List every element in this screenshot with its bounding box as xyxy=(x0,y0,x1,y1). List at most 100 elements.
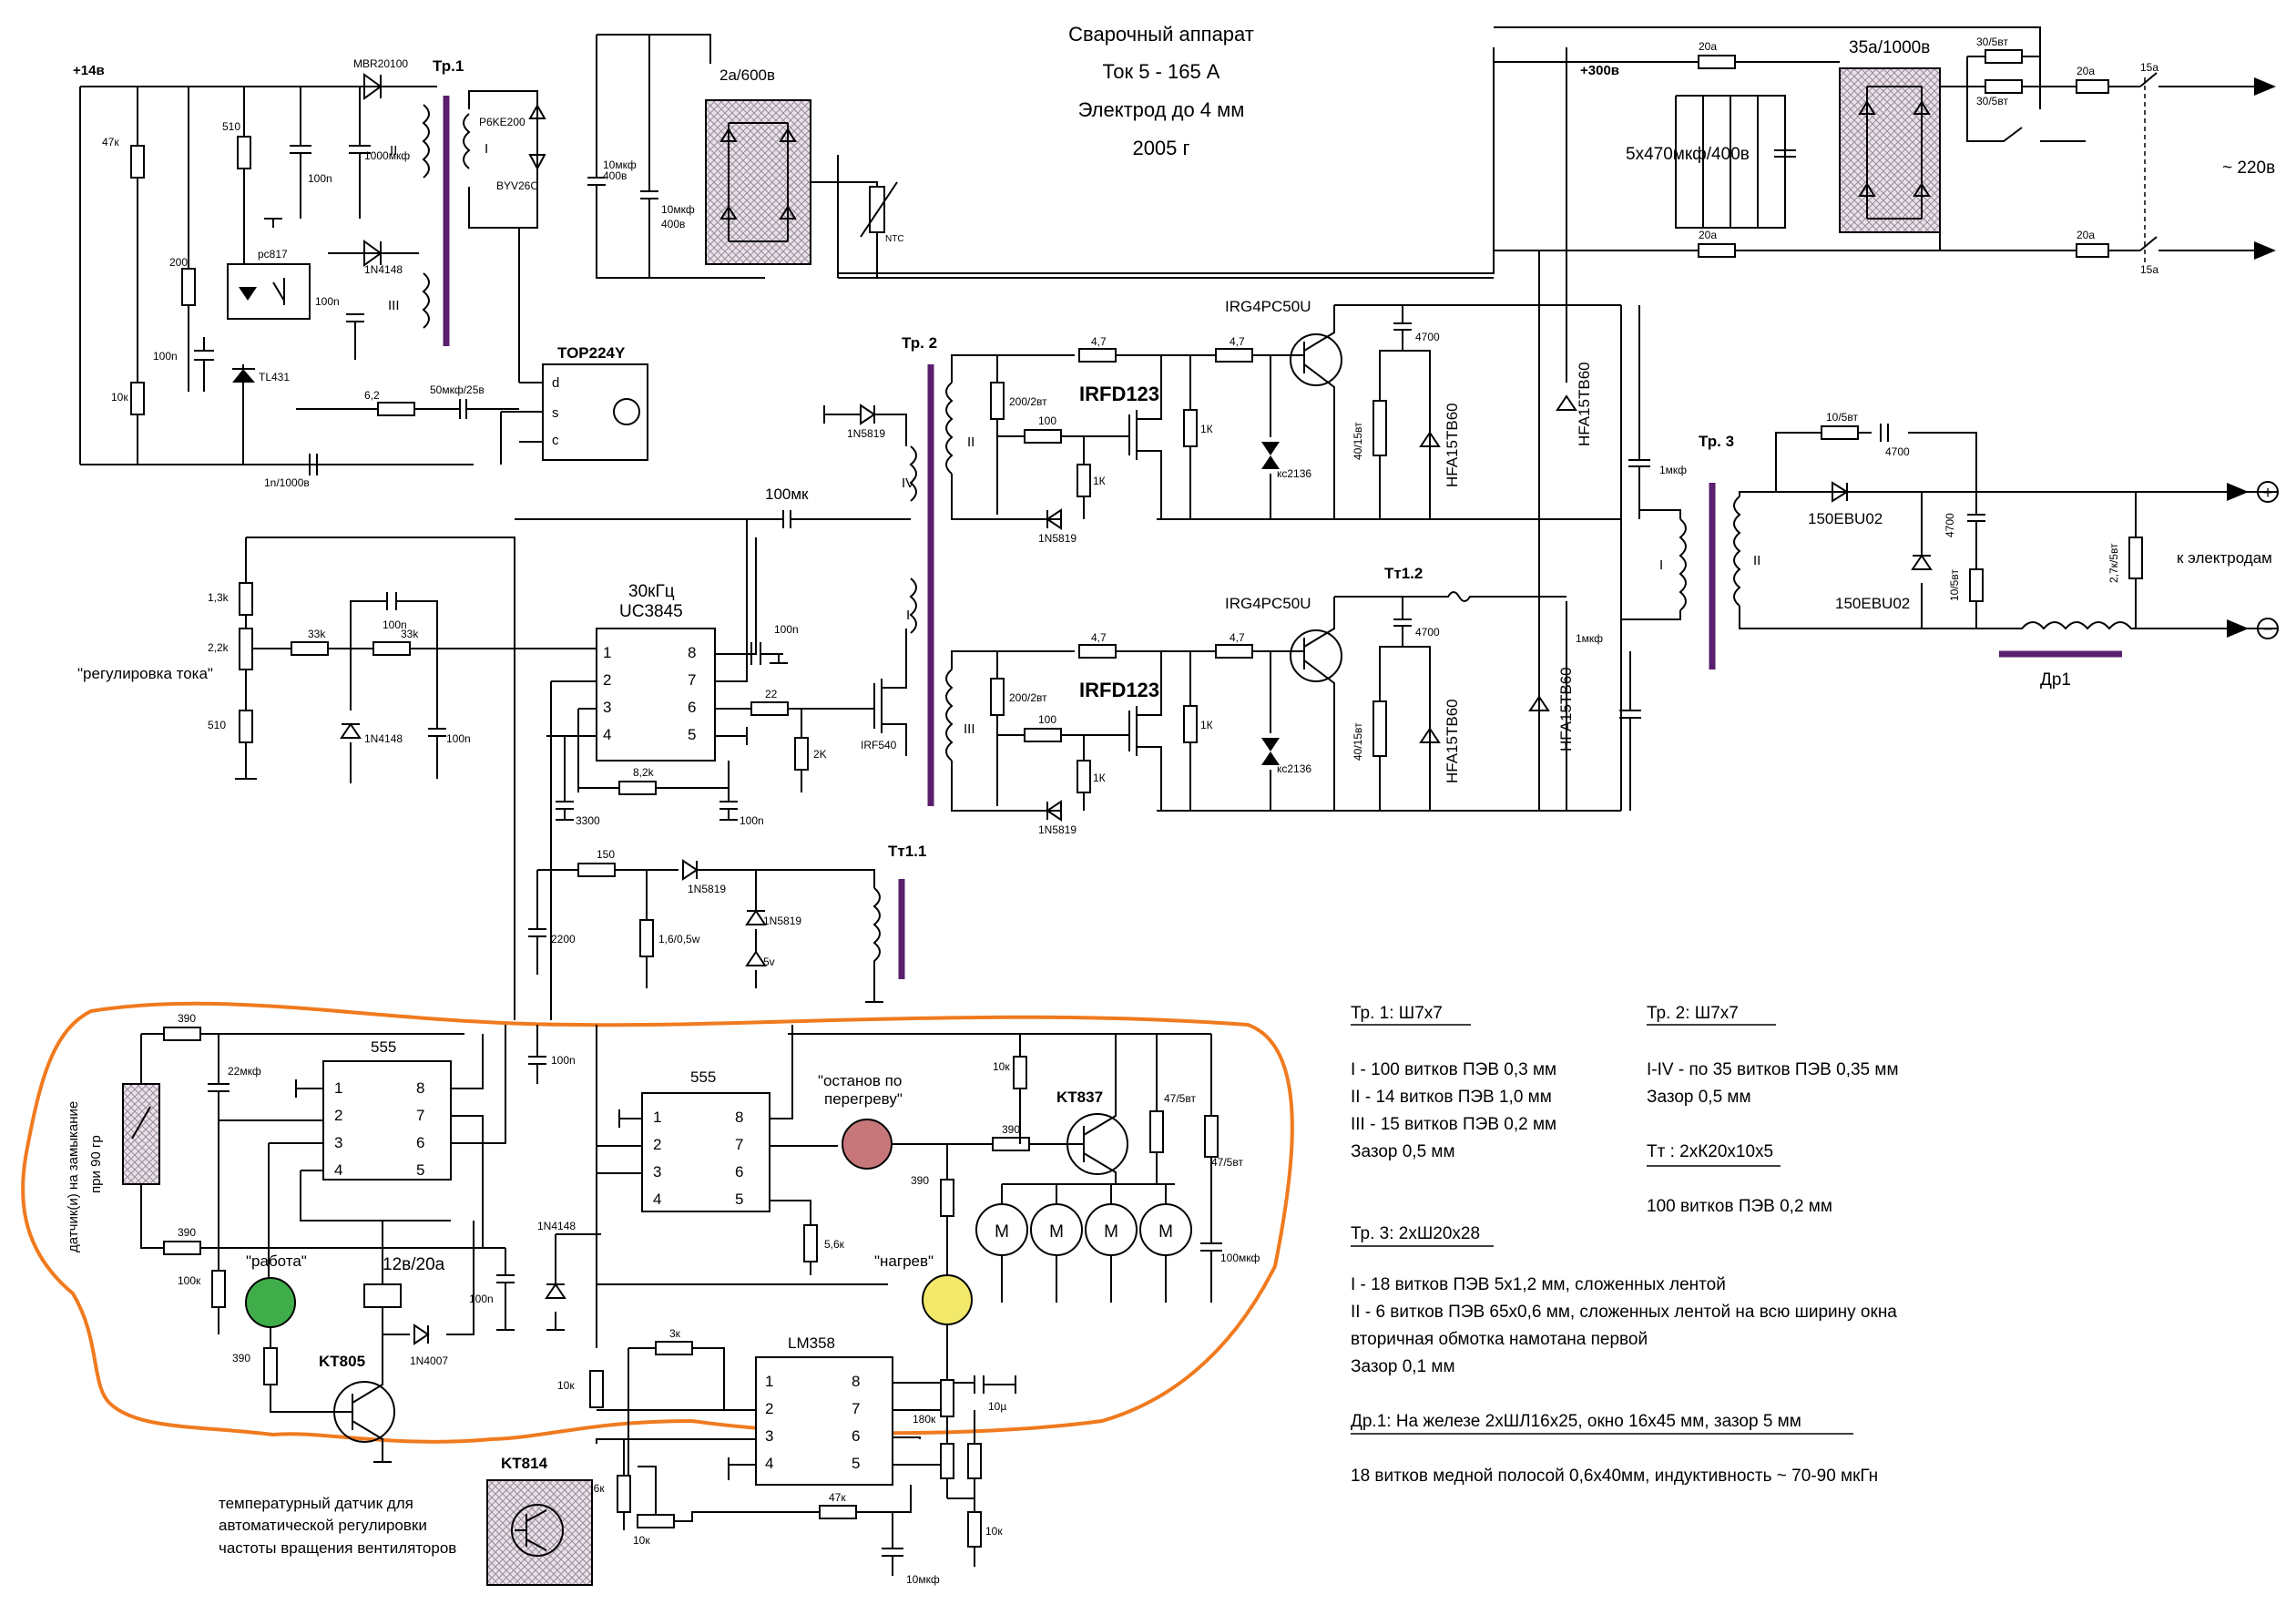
label-2k: 2K xyxy=(813,748,827,761)
label-390-b: 390 xyxy=(178,1226,196,1239)
label-4700-b: 4700 xyxy=(1415,626,1440,639)
tr2-winding-III xyxy=(945,669,954,762)
resistor-1-3k xyxy=(239,582,253,616)
label-10uf: 10мкф xyxy=(906,1573,940,1586)
555a-pin-2: 2 xyxy=(334,1107,342,1124)
tr2-winding-III-label: III xyxy=(964,721,975,737)
label-2200: 2200 xyxy=(551,933,576,945)
resistor-1k-b1 xyxy=(1077,760,1091,793)
note-tt-head: Тт : 2хК20х10х5 xyxy=(1647,1142,1773,1161)
top-pin-d: d xyxy=(552,375,559,391)
thermal-stop-label-1: "останов по xyxy=(818,1072,902,1089)
label-4-7-a: 4,7 xyxy=(1091,335,1107,348)
uc-pin-2: 2 xyxy=(603,671,611,689)
resistor-4-7-d xyxy=(1215,644,1253,659)
label-fuse-15a-a: 15а xyxy=(2140,61,2158,74)
tr2-winding-IV xyxy=(909,445,917,502)
tr1-winding-III xyxy=(422,272,430,329)
label-40-15-b: 40/15вт xyxy=(1352,722,1364,761)
resistor-47-5-b xyxy=(1204,1115,1219,1158)
tr1-winding-II xyxy=(422,104,430,179)
resistor-10k-c xyxy=(967,1511,982,1548)
note-tr3-l1: I - 18 витков ПЭВ 5х1,2 мм, сложенных ле… xyxy=(1351,1275,1726,1294)
resistor-30-5-a xyxy=(1985,49,2023,64)
label-3300: 3300 xyxy=(576,814,600,827)
label-fuse-20a-top: 20а xyxy=(2077,65,2095,77)
tr3-primary xyxy=(1679,518,1687,611)
label-1k-a2: 1К xyxy=(1200,423,1213,435)
label-100-a: 100 xyxy=(1038,414,1056,427)
uc-pin-6: 6 xyxy=(688,699,696,716)
tr2-winding-II xyxy=(945,382,954,475)
fan-4-label: M xyxy=(1158,1222,1173,1242)
note-tr3-l2: II - 6 витков ПЭВ 65х0,6 мм, сложенных л… xyxy=(1351,1303,1897,1322)
label-5v: 5v xyxy=(763,956,775,968)
label-1000uf: 1000мкф xyxy=(364,149,410,162)
tr3-label: Тр. 3 xyxy=(1699,433,1734,450)
tr2-winding-I-label: I xyxy=(906,608,910,623)
label-p6ke200: P6KE200 xyxy=(479,116,526,128)
igbt-bottom xyxy=(1290,629,1342,682)
mains-top-wire xyxy=(1494,26,2041,109)
tr1-winding-I xyxy=(463,113,471,169)
resistor-30-5-b xyxy=(1985,79,2023,94)
label-1n5819-b: 1N5819 xyxy=(1038,532,1077,545)
resistor-6-2 xyxy=(377,402,415,416)
resistor-47k xyxy=(130,145,145,179)
note-tr2-head: Тр. 2: Ш7х7 xyxy=(1647,1004,1739,1023)
fan-1-label: M xyxy=(995,1222,1009,1242)
fuse-20a-top xyxy=(2076,79,2109,94)
label-1-3k: 1,3k xyxy=(208,591,230,604)
resistor-10k-d xyxy=(589,1370,604,1408)
tr3-secondary-label: II xyxy=(1753,553,1760,568)
resistor-390-c xyxy=(263,1347,278,1385)
note-dr-head: Др.1: На железе 2хШЛ16х25, окно 16х45 мм… xyxy=(1351,1412,1801,1431)
ic-uc3845 xyxy=(596,628,716,762)
resistor-10-5-a xyxy=(1821,425,1859,440)
note-tr1-l1: I - 100 витков ПЭВ 0,3 мм xyxy=(1351,1060,1556,1079)
label-10k-d: 10к xyxy=(557,1379,575,1392)
label-1k-b2: 1К xyxy=(1200,719,1213,731)
555a-pin-5: 5 xyxy=(416,1161,424,1179)
label-kt814: KT814 xyxy=(501,1455,548,1472)
resistor-2k xyxy=(794,737,809,771)
label-fuse-15a-b: 15а xyxy=(2140,263,2158,276)
rail-300v-label: +300в xyxy=(1580,63,1619,78)
fuse-20a-bot xyxy=(2076,243,2109,258)
resistor-390-e xyxy=(940,1179,954,1217)
tt11-winding xyxy=(872,887,881,1002)
resistor-390-a xyxy=(163,1027,201,1041)
led-work xyxy=(245,1277,296,1328)
uc-pin-5: 5 xyxy=(688,726,696,743)
title-line-3: Электрод до 4 мм xyxy=(1078,98,1245,121)
resistor-22 xyxy=(750,701,789,716)
555b-pin-1: 1 xyxy=(653,1109,661,1126)
resistor-r-b xyxy=(967,1443,982,1479)
note-tr3-head: Тр. 3: 2хШ20х28 xyxy=(1351,1224,1480,1243)
title-block: Сварочный аппарат Ток 5 - 165 А Электрод… xyxy=(1068,23,1254,159)
title-line-2: Ток 5 - 165 А xyxy=(1103,60,1220,83)
label-2-7k: 2,7к/5вт xyxy=(2107,543,2120,583)
tt12-label: Тт1.2 xyxy=(1384,565,1423,582)
diode-mbr20100 xyxy=(363,73,383,100)
label-1n4148-c: 1N4148 xyxy=(537,1220,576,1232)
uc-pin-8: 8 xyxy=(688,644,696,661)
tr2-winding-IV-label: IV xyxy=(902,475,914,491)
optocoupler-pc817 xyxy=(227,263,311,320)
label-1mkf-b: 1мкф xyxy=(1576,632,1603,645)
label-100n-h: 100n xyxy=(469,1293,494,1305)
current-adj-label: "регулировка тока" xyxy=(77,665,213,682)
resistor-4-7-b xyxy=(1215,348,1253,363)
label-1n5819-e: 1N5819 xyxy=(763,915,801,927)
label-1n5819-a: 1N5819 xyxy=(847,427,885,440)
label-1n5819-c: 1N5819 xyxy=(1038,823,1077,836)
resistor-20a-top xyxy=(1698,55,1736,69)
label-irfd123-a: IRFD123 xyxy=(1079,383,1159,405)
label-30-5-a: 30/5вт xyxy=(1976,36,2008,48)
terminal-plus-label: + xyxy=(2262,484,2272,503)
tr3-secondary xyxy=(1733,496,1741,607)
label-30-5-b: 30/5вт xyxy=(1976,95,2008,107)
ic-top224y-label: TOP224Y xyxy=(557,344,626,362)
title-line-1: Сварочный аппарат xyxy=(1068,23,1254,46)
